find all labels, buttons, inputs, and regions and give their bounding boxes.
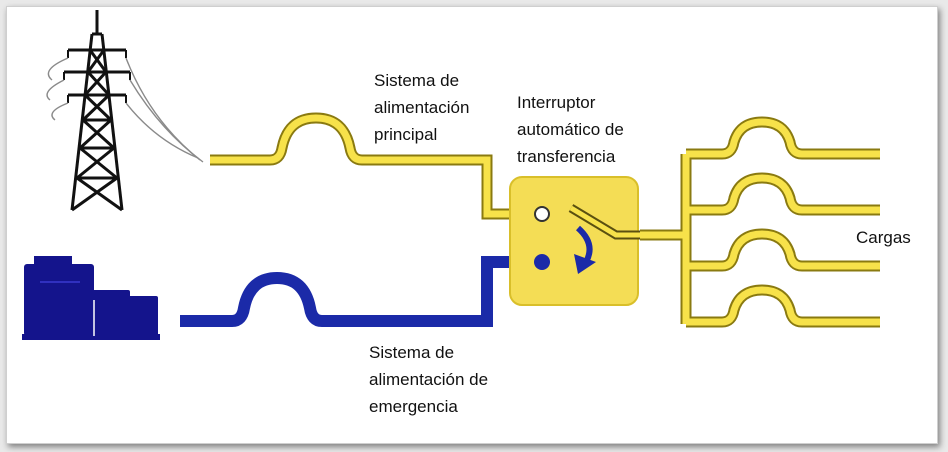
power-wires	[46, 57, 204, 163]
main-supply-label-3: principal	[374, 125, 437, 144]
transmission-tower-icon	[63, 10, 131, 212]
emergency-label-1: Sistema de	[369, 343, 454, 362]
load-branches	[640, 116, 880, 328]
main-contact	[534, 206, 550, 222]
loads-label: Cargas	[856, 228, 911, 247]
curved-arrow-icon	[574, 225, 596, 274]
switch-label-3: transferencia	[517, 147, 616, 166]
switch-label-1: Interruptor	[517, 93, 596, 112]
main-supply-label-1: Sistema de	[374, 71, 459, 90]
emergency-supply-line	[180, 256, 538, 327]
generator-icon	[22, 256, 160, 340]
emergency-contact	[534, 254, 550, 270]
switch-blade	[568, 204, 640, 240]
emergency-label-3: emergencia	[369, 397, 458, 416]
diagram-card	[6, 6, 938, 444]
main-supply-label-2: alimentación	[374, 98, 469, 117]
transfer-switch-box	[509, 176, 639, 306]
switch-label-2: automático de	[517, 120, 624, 139]
emergency-label-2: alimentación de	[369, 370, 488, 389]
main-supply-line	[210, 112, 528, 220]
